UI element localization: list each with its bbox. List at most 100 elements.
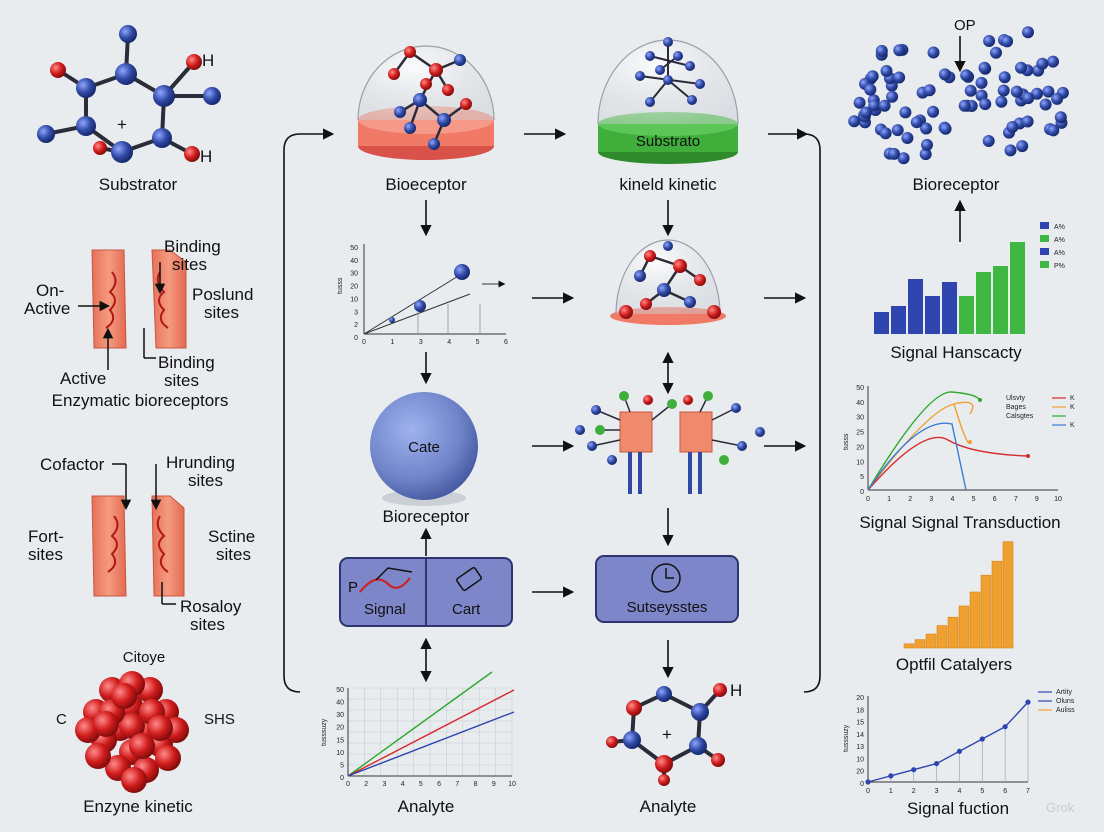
receptor-bead [893,44,906,57]
y-tick-label: 25 [856,430,864,437]
receptor-bead [919,148,932,161]
x-tick-label: 3 [929,496,933,503]
data-point [1002,724,1008,730]
rosaloy-sites-label: Rosaloy [180,597,242,616]
x-tick-label: 6 [437,781,441,788]
receptor-bead [875,44,888,57]
kineld-kinetic-caption: kineld kinetic [619,175,717,194]
bar [976,272,991,334]
y-axis-label: tusss [337,277,344,294]
receptor-bead [983,35,996,47]
x-tick-label: 5 [476,339,480,346]
on-active-label: On- [36,281,64,300]
cofactor-sites-panel [91,463,185,605]
y-tick-label: 20 [856,695,864,702]
x-tick-label: 6 [1003,788,1007,795]
legend-mark: K [1070,395,1075,402]
legend-label: P% [1054,263,1065,270]
enzyme-bead [93,711,119,737]
bioeceptor-dome [357,45,495,160]
data-point [414,300,426,312]
y-tick-label: 15 [336,737,344,744]
plus-sign: + [117,115,127,134]
receptor-bead [1006,121,1019,133]
bar [903,643,915,649]
data-point [933,760,940,767]
x-tick-label: 4 [447,339,451,346]
bioeceptor-caption: Bioeceptor [385,175,467,194]
receptor-bead [888,147,900,160]
receptor-bead [1054,111,1067,124]
receptor-complex [575,391,765,494]
receptor-bead [1022,26,1034,39]
bar [993,266,1008,334]
binding-sites-label-top-2: sites [172,255,207,274]
legend-label: Oluns [1056,698,1075,705]
catalyst-bar-chart [903,541,1014,649]
bound-dome [610,239,726,325]
analyte-plus-sign: + [662,725,672,744]
receptor-bead [1036,57,1049,70]
analyte-caption-left: Analyte [398,797,455,816]
x-tick-label: 2 [908,496,912,503]
receptor-bead [1022,92,1035,105]
x-tick-label: 4 [957,788,961,795]
receptor-bead [939,122,952,135]
hrunding-sites-label-2: sites [188,471,223,490]
sutseysstes-label: Sutseysstes [627,599,708,616]
signal-bar-chart: A%A%A%P% [874,222,1065,334]
bar [980,574,992,649]
receptor-bead [899,106,912,119]
y-tick-label: 40 [856,400,864,407]
signal-cart-box[interactable] [339,557,513,627]
receptor-bead [1001,35,1014,48]
c-label: C [56,711,67,728]
receptor-bead [866,70,879,83]
enzyne-kinetic-caption: Enzyne kinetic [83,797,193,816]
bioreceptor-caption-right: Bioreceptor [913,175,1000,194]
y-tick-label: 50 [336,687,344,694]
y-tick-label: 2 [354,322,358,329]
bar [1002,541,1014,649]
x-tick-label: 3 [935,788,939,795]
legend-label: Auliss [1056,707,1075,714]
bar [936,625,948,649]
trend-line-2 [363,293,471,335]
receptor-bead [995,95,1008,108]
signal-transduction-caption: Signal Signal Transduction [859,513,1060,532]
x-tick-label: 5 [419,781,423,788]
receptor-bead [998,71,1011,84]
y-tick-label: 5 [340,762,344,769]
cate-sphere [370,392,478,506]
x-tick-label: 9 [492,781,496,788]
analyte-caption-right: Analyte [640,797,697,816]
analyte-molecule [606,683,727,786]
receptor-bead [901,132,914,144]
sctine-sites-label-2: sites [216,545,251,564]
bioreceptor-caption-center: Bioreceptor [383,507,470,526]
enzyme-bead [85,743,111,769]
x-tick-label: 10 [1054,496,1062,503]
bar [908,279,923,334]
data-point [979,736,985,742]
receptor-bead [886,90,899,103]
y-axis-label: tusss [843,433,850,450]
p-label: P [348,579,358,596]
series-curve [867,391,981,491]
substrato-label: Substrato [636,133,700,150]
x-tick-label: 0 [866,788,870,795]
sutseysstes-box[interactable] [595,555,739,623]
receptor-bead [868,99,881,112]
data-point [911,767,917,773]
y-tick-label: 20 [336,725,344,732]
receptor-bead [979,98,992,111]
bar [969,591,981,649]
y-tick-label: 5 [860,474,864,481]
receptor-bead [927,105,940,118]
series-curve [867,436,1029,491]
data-point [888,773,894,779]
legend-swatch [1040,248,1049,255]
legend-swatch [1040,261,1049,268]
